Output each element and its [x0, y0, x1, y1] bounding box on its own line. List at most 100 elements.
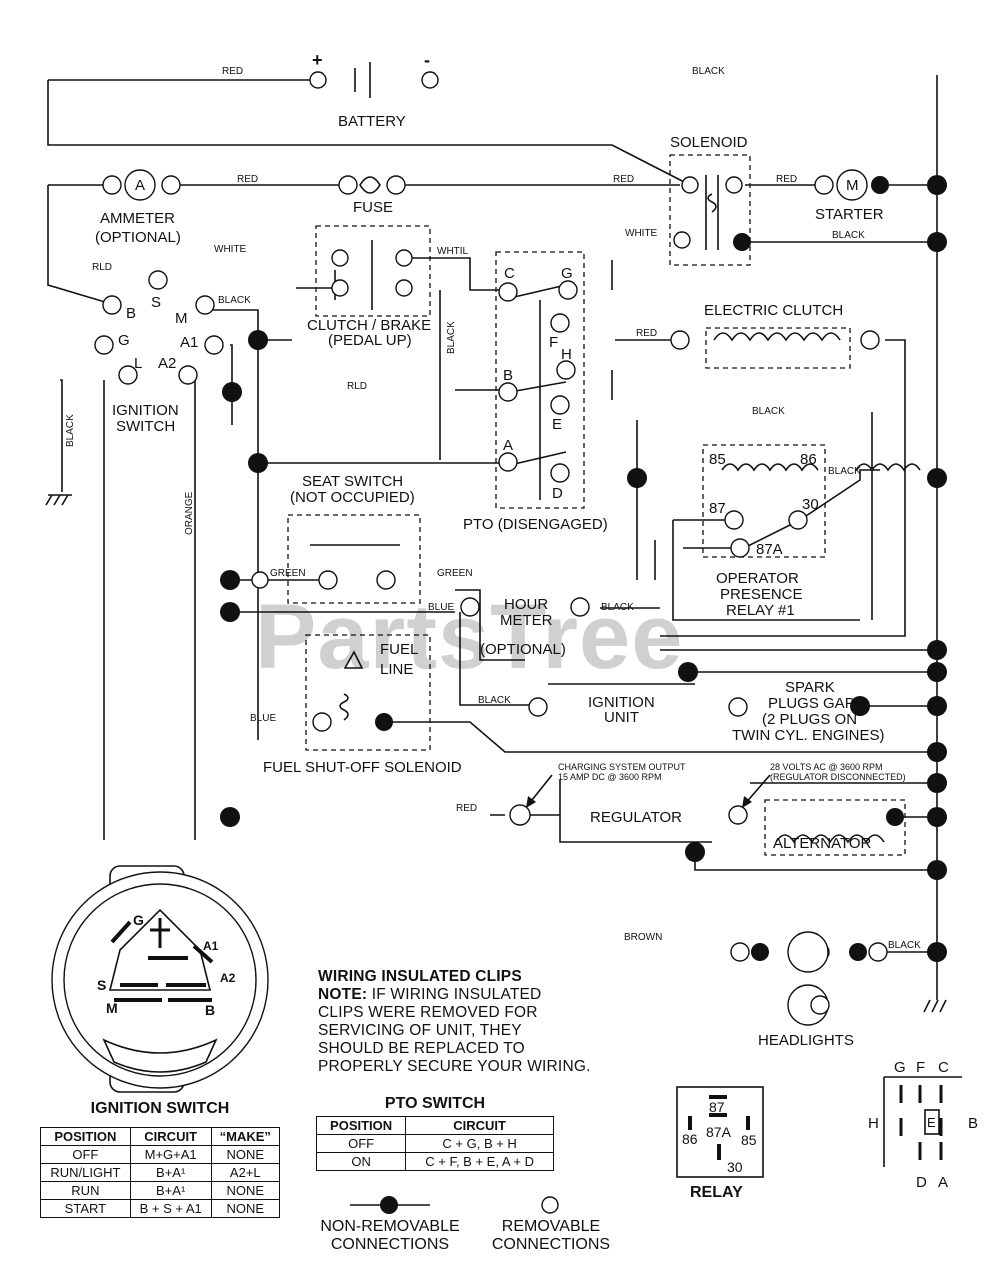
cell: B + S + A1: [129, 1199, 212, 1218]
wire-red-3: RED: [613, 174, 634, 185]
removable-connections: [94, 71, 888, 1026]
dashed-enclosures: [287, 154, 906, 856]
wiring-note: WIRING INSULATED CLIPS NOTE: IF WIRING I…: [318, 968, 591, 1076]
cell: NONE: [210, 1145, 281, 1164]
wire-blue-1: BLUE: [428, 602, 454, 613]
alternator-label: ALTERNATOR: [773, 835, 872, 852]
legend-r-2: CONNECTIONS: [491, 1236, 611, 1253]
ammeter-optional-label: (OPTIONAL): [95, 229, 181, 246]
ignition-switch-label-2: SWITCH: [116, 418, 175, 435]
table-row: RUN B+A¹ NONE: [40, 1181, 281, 1200]
wire-black-4: BLACK: [752, 406, 785, 417]
hour-meter-label-2: METER: [500, 612, 553, 629]
pto-table-title: PTO SWITCH: [384, 1095, 486, 1112]
headlights-label: HEADLIGHTS: [758, 1032, 854, 1049]
spark-plugs-label-2: PLUGS GAP: [768, 695, 855, 712]
spark-plugs-label-1: SPARK: [785, 679, 835, 696]
table-row: RUN/LIGHT B+A¹ A2+L: [40, 1163, 281, 1182]
wire-black-10: BLACK: [446, 321, 457, 354]
pto-face-c: C: [938, 1059, 949, 1076]
wire-black-2: BLACK: [832, 230, 865, 241]
pto-face-d: D: [916, 1174, 927, 1191]
legend-non-removable: NON-REMOVABLE CONNECTIONS: [305, 1218, 475, 1254]
wire-white-2: WHITE: [214, 244, 247, 255]
pto-face-e: E: [927, 1115, 936, 1130]
relay-pin-86: 86: [800, 451, 817, 468]
pto-col-position: POSITION: [315, 1116, 407, 1135]
pto-face-g: G: [894, 1059, 906, 1076]
ign-col-make: “MAKE”: [210, 1127, 281, 1146]
pto-term-h: H: [561, 346, 572, 363]
cell: M+G+A1: [129, 1145, 212, 1164]
wire-black-3: BLACK: [218, 295, 251, 306]
electric-clutch-label: ELECTRIC CLUTCH: [704, 302, 843, 319]
pto-term-g: G: [561, 265, 573, 282]
wire-black-7: BLACK: [478, 695, 511, 706]
wire-red-5: RED: [636, 328, 657, 339]
wire-white-3: WHTIL: [437, 246, 469, 257]
wire-green-2: GREEN: [437, 568, 473, 579]
wire-black-5: BLACK: [828, 466, 861, 477]
ign-col-circuit: CIRCUIT: [129, 1127, 212, 1146]
wire-lines: [45, 62, 947, 1013]
solenoid-label: SOLENOID: [670, 134, 748, 151]
ign-face-s: S: [97, 977, 106, 993]
legend-nr-2: CONNECTIONS: [330, 1236, 450, 1253]
starter-symbol: M: [846, 177, 859, 194]
pto-term-c: C: [504, 265, 515, 282]
non-removable-connections: [220, 175, 947, 962]
table-row: START B + S + A1 NONE: [40, 1199, 281, 1218]
ign-face-m: M: [106, 1000, 118, 1016]
fuel-line-label: FUEL: [380, 641, 418, 658]
wire-color-labels: RED BLACK RED RED RED WHITE BLACK WHITE …: [65, 66, 921, 951]
wire-rld-1: RLD: [92, 262, 112, 273]
ignition-table: POSITION CIRCUIT “MAKE” OFF M+G+A1 NONE …: [40, 1127, 281, 1218]
cell: C + G, B + H: [405, 1134, 554, 1153]
legend-filled-dot: [380, 1196, 398, 1214]
relay-label-1: OPERATOR: [716, 570, 799, 587]
ign-term-a2: A2: [158, 355, 176, 372]
ign-term-g: G: [118, 332, 130, 349]
pto-switch-face: G F C H E B D A: [868, 1059, 978, 1191]
ignition-table-title: IGNITION SWITCH: [90, 1100, 230, 1117]
wire-green-1: GREEN: [270, 568, 306, 579]
clutch-brake-sub-label: (PEDAL UP): [328, 332, 412, 349]
pto-face-h: H: [868, 1115, 879, 1132]
relay-pin-85: 85: [709, 451, 726, 468]
legend-removable: REMOVABLE CONNECTIONS: [480, 1218, 622, 1254]
wire-red-1: RED: [222, 66, 243, 77]
wire-rld-2: RLD: [347, 381, 367, 392]
pto-term-d: D: [552, 485, 563, 502]
ignition-unit-label: IGNITION: [588, 694, 655, 711]
fuse-label: FUSE: [353, 199, 393, 216]
pto-term-e: E: [552, 416, 562, 433]
note-heading: WIRING INSULATED CLIPS: [318, 968, 522, 985]
ac-note-2: (REGULATOR DISCONNECTED): [770, 772, 906, 782]
ammeter-label: AMMETER: [100, 210, 175, 227]
hour-meter-label: HOUR: [504, 596, 548, 613]
note-line-5: PROPERLY SECURE YOUR WIRING.: [318, 1058, 591, 1075]
relay-label-3: RELAY #1: [726, 602, 795, 619]
note-line-4: SHOULD BE REPLACED TO: [318, 1040, 525, 1057]
relay-box-title: RELAY: [690, 1184, 743, 1201]
relay-box-pin-85: 85: [741, 1132, 757, 1148]
cell: RUN/LIGHT: [40, 1163, 131, 1182]
wire-black-9: BLACK: [65, 414, 76, 447]
wire-black-6: BLACK: [601, 602, 634, 613]
relay-box-pin-86: 86: [682, 1131, 698, 1147]
cell: RUN: [40, 1181, 131, 1200]
legend-nr-1: NON-REMOVABLE: [320, 1218, 460, 1235]
ign-face-b: B: [205, 1002, 215, 1018]
ign-term-l: L: [134, 355, 142, 372]
ign-face-a1: A1: [203, 939, 219, 953]
callout-arrows: [526, 774, 771, 808]
ignition-unit-label-2: UNIT: [604, 709, 639, 726]
fuel-line-label-2: LINE: [380, 661, 413, 678]
component-labels: + - BATTERY SOLENOID STARTER M A AMMETER…: [95, 50, 906, 1049]
cell: C + F, B + E, A + D: [405, 1152, 554, 1171]
pto-table: POSITION CIRCUIT OFF C + G, B + H ON C +…: [315, 1116, 554, 1171]
ignition-switch-label: IGNITION: [112, 402, 179, 419]
wire-red-6: RED: [456, 803, 477, 814]
wire-blue-2: BLUE: [250, 713, 276, 724]
cell: START: [40, 1199, 131, 1218]
